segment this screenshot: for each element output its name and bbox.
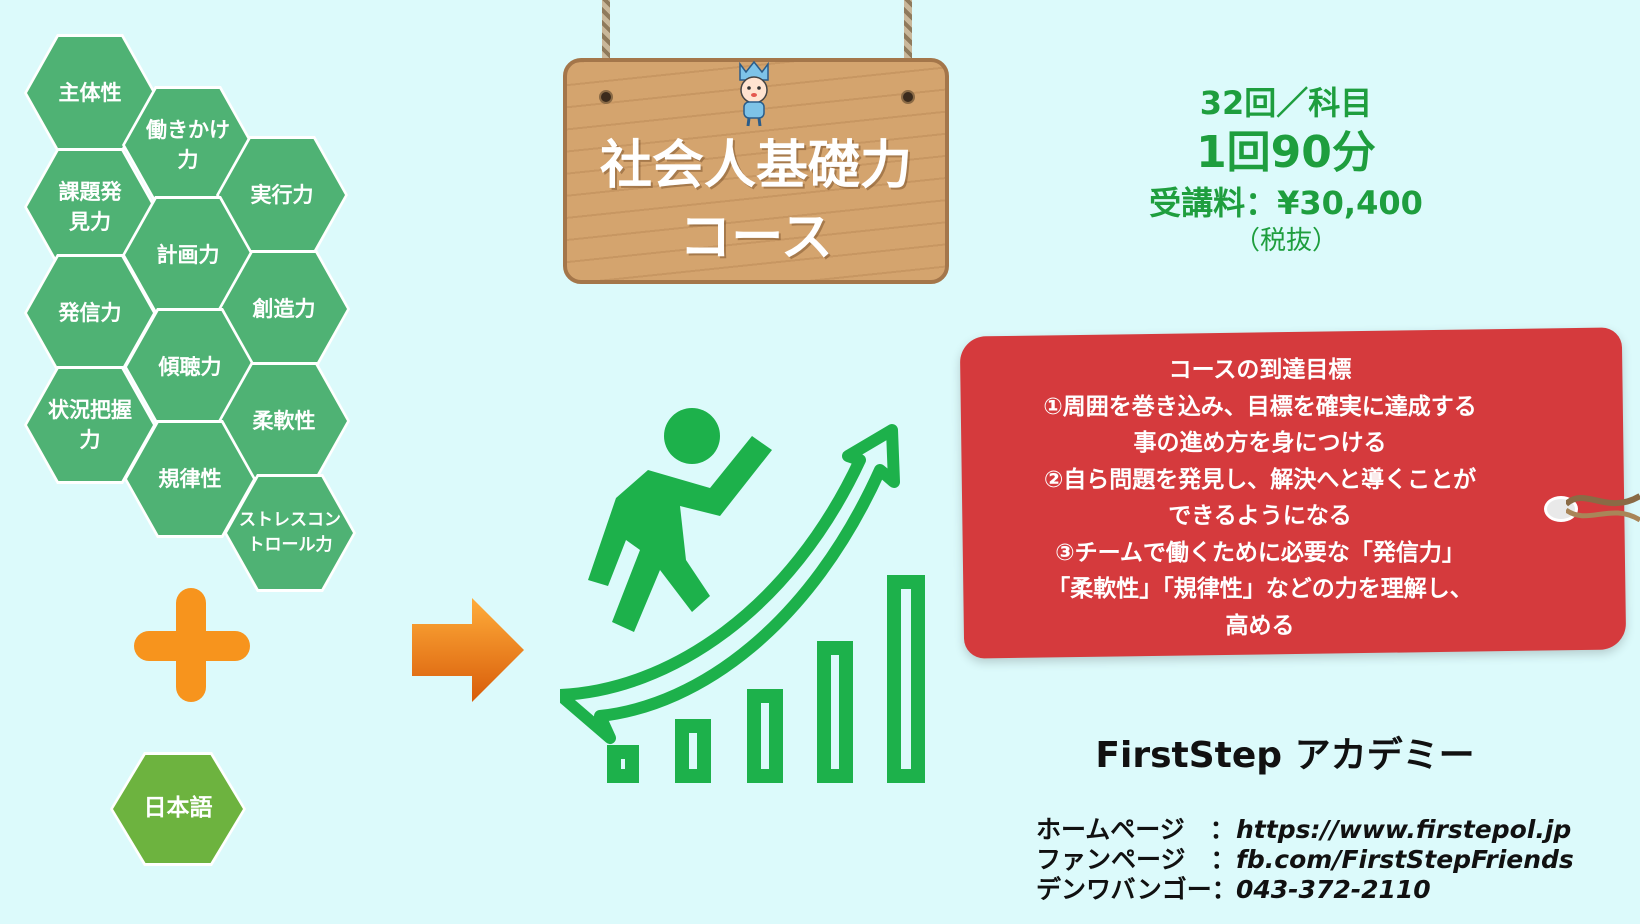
course-title-line2: コース [679, 208, 833, 268]
goal-line: できるようになる [1168, 503, 1352, 529]
nail-icon [901, 90, 915, 104]
goal-line: 高める [1225, 612, 1295, 639]
skill-hex: 課題発見力 [24, 148, 156, 266]
sessions-text: 32回／科目 [1199, 84, 1373, 122]
language-label: 日本語 [113, 755, 243, 863]
goal-line: ①周囲を巻き込み、目標を確実に達成する [1043, 393, 1477, 420]
contact-homepage-label: ホームページ ： [1036, 815, 1235, 844]
sign-rope-left [602, 0, 610, 96]
plus-icon-bar [134, 631, 250, 661]
tax-note: （税抜） [1233, 226, 1338, 256]
climbing-person-icon [588, 408, 772, 632]
nail-icon [599, 90, 613, 104]
goals-title: コースの到達目標 [1168, 357, 1352, 383]
contact-phone-label: デンワバンゴー： [1036, 875, 1237, 904]
contact-homepage: ホームページ ：https://www.firstepol.jp [1036, 810, 1571, 846]
goals-text: コースの到達目標 ①周囲を巻き込み、目標を確実に達成する 事の進め方を身につける… [980, 352, 1540, 644]
skill-hex: 傾聴力 [124, 308, 256, 426]
skill-label: 課題発見力 [27, 151, 153, 263]
fee-text: 受講料：¥30,400 [1149, 184, 1423, 222]
tag-string-icon [1566, 493, 1640, 523]
bar-chart-icon [607, 575, 925, 783]
course-title-line1: 社会人基礎力 [599, 136, 912, 196]
goal-line: 「柔軟性」「規律性」などの力を理解し、 [1047, 576, 1473, 602]
contact-phone: デンワバンゴー：043-372-2110 [1036, 870, 1431, 906]
goal-line: ③チームで働くために必要な「発信力」 [1055, 539, 1465, 566]
mascot-icon [739, 60, 769, 127]
goal-line: ②自ら問題を発見し、解決へと導くことが [1043, 466, 1477, 493]
right-arrow-icon [412, 598, 524, 702]
growth-illustration [560, 408, 925, 783]
course-title: 社会人基礎力 コース [563, 130, 949, 274]
growth-arrow-icon [560, 424, 900, 744]
goal-line: 事の進め方を身につける [1133, 430, 1387, 456]
fanpage-link[interactable]: fb.com/FirstStepFriends [1236, 845, 1574, 874]
company-name: FirstStep アカデミー [1095, 735, 1475, 776]
sign-rope-right [904, 0, 912, 96]
homepage-link[interactable]: https://www.firstepol.jp [1236, 815, 1572, 844]
duration-text: 1回90分 [1196, 127, 1376, 178]
phone-number: 043-372-2110 [1236, 875, 1431, 904]
contact-fanpage: ファンページ ：fb.com/FirstStepFriends [1036, 840, 1574, 876]
skill-hex: 主体性 [24, 34, 156, 152]
language-hex: 日本語 [110, 752, 246, 866]
contact-fanpage-label: ファンページ ： [1036, 845, 1236, 874]
